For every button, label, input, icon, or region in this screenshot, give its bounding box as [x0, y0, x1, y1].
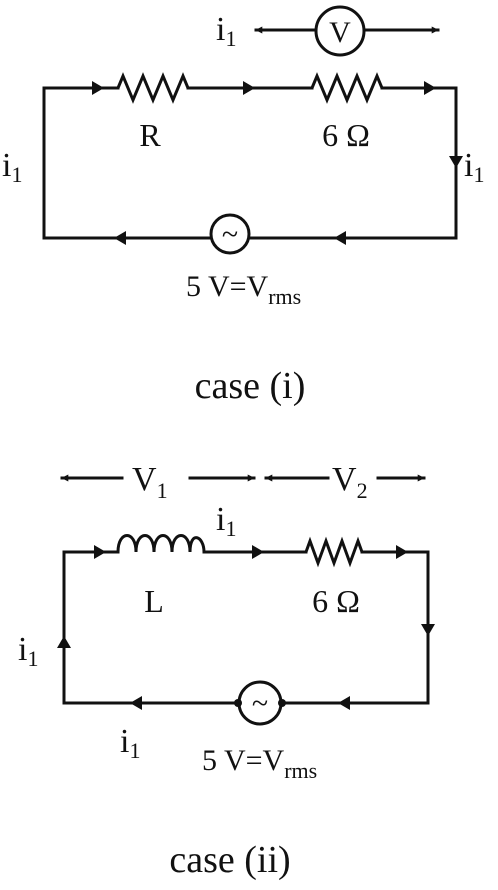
- resistor2-6ohm: [304, 536, 364, 568]
- ac-source-2: ~: [234, 680, 286, 726]
- wire-top-left: [42, 86, 120, 240]
- resistor2-label: 6 Ω: [312, 583, 360, 619]
- ac-source-2-terminal-left: [234, 699, 242, 707]
- arrow2-top-left: [94, 545, 106, 559]
- v2-label: V2: [332, 461, 368, 503]
- v1-label: V1: [132, 461, 168, 503]
- arrow-top-left: [92, 81, 104, 95]
- resistor-r: [116, 72, 190, 104]
- arrow-top-mid: [243, 81, 255, 95]
- arrow2-left-up: [57, 636, 71, 648]
- source2-label: 5 V=Vrms: [202, 744, 317, 783]
- current-label-left: i1: [2, 147, 22, 187]
- resistor-6ohm-label: 6 Ω: [322, 117, 370, 153]
- case1-caption: case (i): [195, 365, 306, 407]
- resistor-r-label: R: [139, 117, 161, 153]
- ac-source: ~: [209, 213, 251, 255]
- case1-circuit: V i1 ~ R 6 Ω i1 i1 5 V=Vrms case (i): [2, 5, 484, 407]
- arrow-bottom-right: [334, 231, 346, 245]
- inductor-l: [116, 534, 206, 553]
- case2-caption: case (ii): [169, 839, 290, 881]
- ac-source-2-symbol: ~: [252, 687, 268, 720]
- current2-label-left: i1: [18, 631, 38, 671]
- current2-label-bottom: i1: [120, 723, 140, 763]
- current-label-right: i1: [464, 147, 484, 187]
- arrow-right-down: [449, 156, 463, 168]
- current-label-top: i1: [216, 11, 236, 51]
- arrow2-top-right: [396, 545, 408, 559]
- wire2-top-left: [62, 550, 120, 705]
- wire2-right-bottom: [62, 550, 430, 705]
- voltmeter-label: V: [329, 16, 351, 49]
- arrow-top-right: [424, 81, 436, 95]
- ac-source-circle: [209, 213, 251, 255]
- inductor-label: L: [144, 583, 164, 619]
- wire-right-bottom: [42, 86, 458, 240]
- ac-source-symbol: ~: [222, 218, 238, 251]
- resistor-6ohm: [310, 72, 384, 104]
- arrow2-bottom-right: [338, 696, 350, 710]
- arrow-bottom-left: [114, 231, 126, 245]
- arrow2-top-mid: [252, 545, 264, 559]
- ac-source-2-terminal-right: [278, 699, 286, 707]
- voltmeter-circle: [314, 5, 366, 57]
- current2-label-mid: i1: [216, 501, 236, 541]
- source-label: 5 V=Vrms: [186, 270, 301, 309]
- arrow2-bottom-left: [130, 696, 142, 710]
- case2-circuit: V1 V2 ~ i1 L 6 Ω i1 i1 5 V=Vrms case: [18, 461, 435, 881]
- voltmeter: V: [254, 5, 440, 57]
- arrow2-right-down: [421, 624, 435, 636]
